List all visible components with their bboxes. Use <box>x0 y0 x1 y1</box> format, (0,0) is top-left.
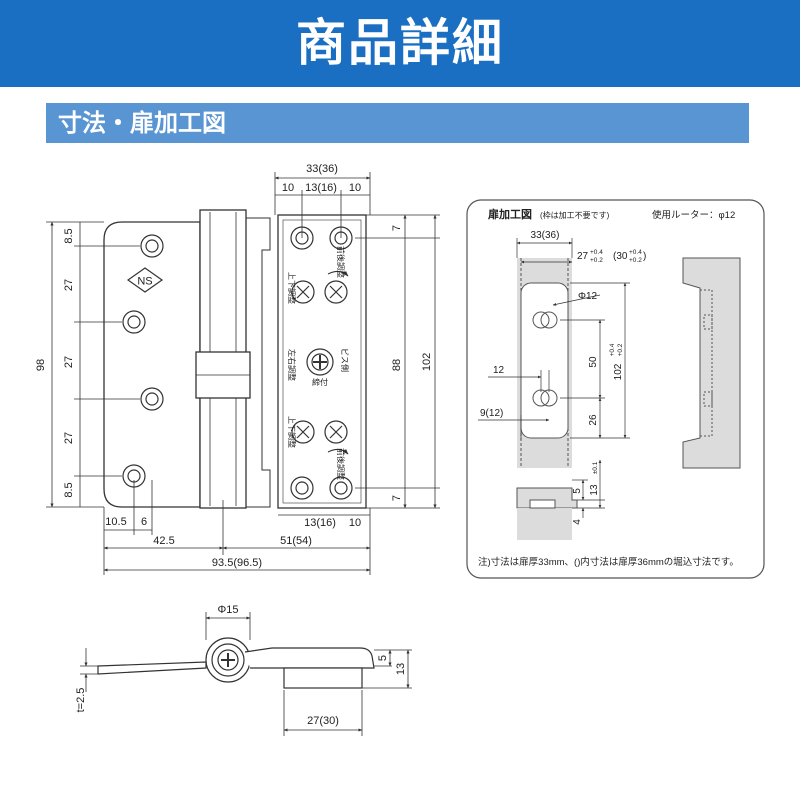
dim-51-54: 51(54) <box>280 535 312 547</box>
label-front-back-adj-top: 前後調整 <box>336 246 346 278</box>
door-dim-102-tol-up: +0.4 <box>609 343 616 356</box>
door-dim-102-tol-dn: +0.2 <box>617 343 624 356</box>
label-screw-side: ビス側 <box>340 348 350 372</box>
dim-knuckle-5: 5 <box>377 655 389 661</box>
page-title: 商品詳細 <box>296 14 504 72</box>
dim-7-bot: 7 <box>391 495 403 501</box>
label-tighten: 締付 <box>312 377 328 387</box>
dim-93-5: 93.5(96.5) <box>212 557 262 569</box>
door-dim-13-tol: ±0.1 <box>592 461 599 474</box>
dim-27-b: 27 <box>63 356 75 368</box>
adjust-screws <box>291 280 348 444</box>
door-dim-30-tol-dn: +0.2 <box>629 257 642 264</box>
dim-top-13-16: 13(16) <box>305 182 337 194</box>
plate-labels: 上下調整 前後調整 ビス側 締付 左右調整 上下調整 前後調整 <box>287 246 350 480</box>
hinge-dimension-text: 33(36) 10 13(16) 10 8.5 27 27 27 8.5 98 … <box>35 163 433 569</box>
label-front-back-adj-bot: 前後調整 <box>336 448 346 480</box>
knuckle-screw-icon <box>217 649 239 671</box>
dim-42-5: 42.5 <box>153 535 174 547</box>
dim-27-c: 27 <box>63 432 75 444</box>
dim-phi15: Φ15 <box>217 604 238 616</box>
door-dim-26: 26 <box>588 414 599 426</box>
dim-bottom-13-16: 13(16) <box>304 517 336 529</box>
dim-8-5-top: 8.5 <box>63 228 75 243</box>
door-dimension-lines <box>478 238 630 518</box>
door-panel-subtitle: (枠は加工不要です) <box>540 210 610 220</box>
dim-8-5-bot: 8.5 <box>63 482 75 497</box>
door-panel-note: 注)寸法は扉厚33mm、()内寸法は扉厚36mmの堀込寸法です。 <box>478 556 739 568</box>
door-dim-27-tol-dn: +0.2 <box>590 257 603 264</box>
rotate-arrow-icon <box>327 448 349 455</box>
door-dim-50: 50 <box>588 356 599 368</box>
dim-t2-5: t=2.5 <box>75 688 87 713</box>
door-dim-13: 13 <box>589 484 600 496</box>
dim-33-36: 33(36) <box>306 163 338 175</box>
door-dim-5: 5 <box>572 488 583 494</box>
label-up-down-adj-top: 上下調整 <box>287 272 297 304</box>
hinge-dimension-lines <box>46 172 440 575</box>
logo-text: NS <box>137 276 152 288</box>
door-dim-102: 102 <box>613 363 624 380</box>
router-spec: 使用ルーター：φ12 <box>652 209 735 221</box>
door-dim-phi12: Φ12 <box>578 291 598 302</box>
dim-102: 102 <box>421 353 433 371</box>
dim-knuckle-13: 13 <box>395 663 407 675</box>
door-dim-33-36: 33(36) <box>531 230 560 241</box>
dim-27-30: 27(30) <box>307 715 339 727</box>
knuckle-dimension-text: Φ15 5 13 t=2.5 27(30) <box>75 604 407 727</box>
ns-logo: NS <box>126 267 164 293</box>
door-section <box>517 258 572 468</box>
leaf-holes <box>122 234 164 488</box>
rotate-arrow-icon <box>327 270 349 277</box>
label-left-right-adj: 左右調整 <box>287 349 297 381</box>
knuckle-bottom-view <box>97 637 375 689</box>
frame-bracket <box>283 667 363 689</box>
dim-27-a: 27 <box>63 279 75 291</box>
door-panel-header: 扉加工図 (枠は加工不要です) 使用ルーター：φ12 <box>488 207 735 221</box>
door-dim-27: 27 <box>577 251 589 262</box>
door-dim-9-12: 9(12) <box>480 408 503 419</box>
door-dim-30-tol-up: +0.4 <box>629 249 642 256</box>
header-banner: 商品詳細 <box>0 0 800 87</box>
dim-top-10b: 10 <box>349 182 361 194</box>
dim-88: 88 <box>391 359 403 371</box>
label-up-down-adj-bot: 上下調整 <box>287 416 297 448</box>
door-dim-30: (30 <box>613 251 628 262</box>
hinge-leaf <box>103 221 201 508</box>
dim-6: 6 <box>141 516 147 528</box>
section-bar <box>46 103 749 143</box>
door-dim-12: 12 <box>493 365 505 376</box>
door-panel-title: 扉加工図 <box>488 207 532 221</box>
door-bottom-detail <box>516 487 578 540</box>
dim-98: 98 <box>35 359 47 371</box>
rotate-arrows <box>327 270 349 455</box>
dim-7-top: 7 <box>391 225 403 231</box>
door-dim-4: 4 <box>572 519 583 525</box>
door-mortise <box>520 282 569 439</box>
dim-top-10a: 10 <box>282 182 294 194</box>
door-leaf-plate <box>97 661 207 675</box>
knuckle-dimension-lines <box>80 612 412 736</box>
section-title: 寸法・扉加工図 <box>58 109 226 137</box>
door-side-view <box>682 257 741 469</box>
dim-10-5: 10.5 <box>105 516 126 528</box>
dim-bottom-10: 10 <box>349 517 361 529</box>
door-dimension-text: 33(36) 27 +0.4 +0.2 (30 +0.4 +0.2 ) Φ12 … <box>480 230 646 525</box>
door-dim-27-tol-up: +0.4 <box>590 249 603 256</box>
door-dim-30-close: ) <box>643 251 646 262</box>
